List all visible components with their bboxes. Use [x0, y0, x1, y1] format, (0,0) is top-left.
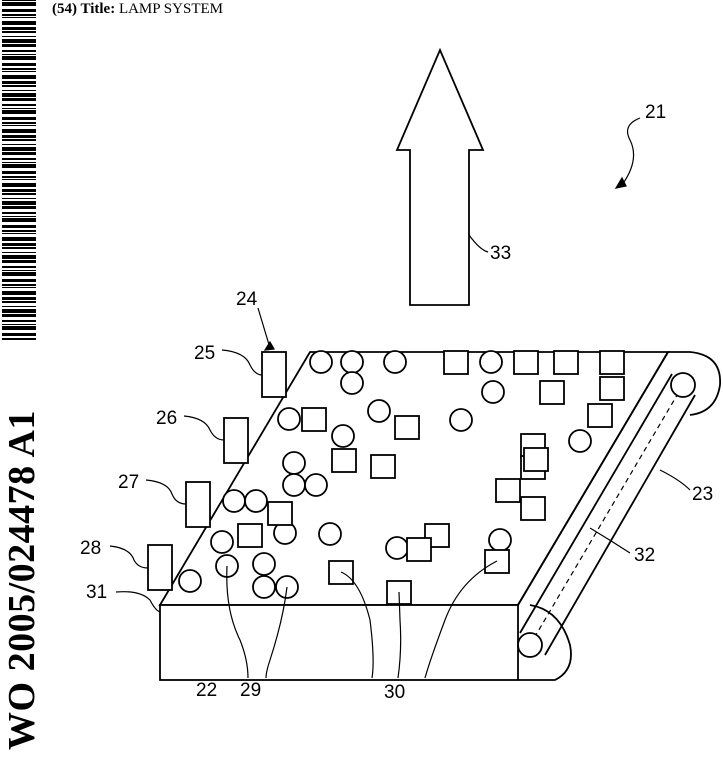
circle-particle — [179, 570, 201, 592]
square-particle — [496, 479, 520, 502]
circle-particle — [278, 408, 300, 430]
label-29: 29 — [240, 680, 261, 701]
circle-particle — [384, 351, 406, 373]
circle-particle — [223, 490, 245, 512]
circle-particle — [341, 372, 363, 394]
circle-particle — [305, 474, 327, 496]
square-particle — [332, 449, 356, 472]
circle-particle — [283, 474, 305, 496]
square-particle — [444, 351, 468, 374]
label-26: 26 — [156, 408, 177, 429]
circle-particle — [211, 531, 233, 553]
square-particle — [395, 416, 419, 439]
square-particle — [600, 351, 624, 374]
light-arrow — [397, 50, 483, 305]
label-21: 21 — [645, 102, 666, 123]
label-22: 22 — [196, 680, 217, 701]
circle-particle — [245, 490, 267, 512]
label-23: 23 — [692, 484, 713, 505]
circle-particle — [283, 452, 305, 474]
circle-particle — [332, 425, 354, 447]
circle-particle — [489, 529, 511, 551]
square-particle — [554, 351, 578, 374]
circle-particle — [386, 537, 408, 559]
circle-particle — [482, 381, 504, 403]
circle-particle — [569, 430, 591, 452]
label-32: 32 — [634, 545, 655, 566]
circle-particle — [310, 351, 332, 373]
square-particle — [524, 448, 548, 471]
square-particle — [238, 524, 262, 547]
circle-particle — [341, 351, 363, 373]
square-particle — [540, 381, 564, 404]
square-particle — [268, 502, 292, 525]
square-particle — [514, 351, 538, 374]
square-particle — [521, 497, 545, 520]
label-24: 24 — [236, 289, 258, 310]
circle-particle — [480, 351, 502, 373]
front-face — [160, 605, 518, 680]
square-particle — [302, 408, 326, 431]
label-28: 28 — [80, 538, 101, 559]
label-30: 30 — [384, 682, 405, 703]
circle-particle — [253, 576, 275, 598]
circle-particle — [319, 523, 341, 545]
square-particle — [407, 538, 431, 561]
label-27: 27 — [118, 472, 139, 493]
square-particle — [371, 455, 395, 478]
circle-particle — [253, 553, 275, 575]
square-particle — [600, 377, 624, 400]
label-25: 25 — [194, 343, 215, 364]
circle-particle — [368, 400, 390, 422]
square-particle — [588, 404, 612, 427]
label-31: 31 — [86, 582, 107, 603]
label-33: 33 — [490, 243, 511, 264]
circle-particle — [450, 409, 472, 431]
